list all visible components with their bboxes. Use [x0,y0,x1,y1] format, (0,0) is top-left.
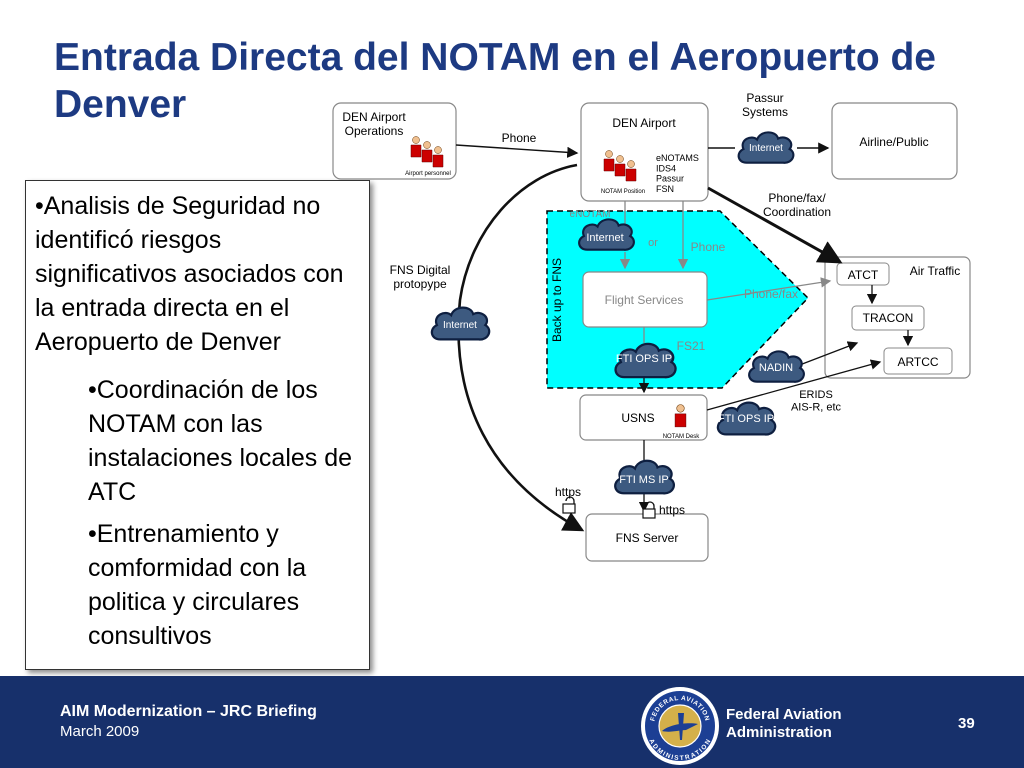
svg-text:FTI OPS IP: FTI OPS IP [616,353,672,365]
lock-icon-right [642,501,656,519]
notam-position-label: NOTAM Position [601,189,645,195]
den-airport-box [580,102,709,202]
phone-label: Phone [502,131,537,145]
slide-title: Entrada Directa del NOTAM en el Aeropuer… [54,36,936,126]
tracon-label: TRACON [863,311,914,325]
phone-connector [455,144,579,158]
airport-personnel-label: Airport personnel [405,171,451,177]
phone-fs-label: Phone [691,240,726,254]
footer-bar: AIM Modernization – JRC Briefing March 2… [0,676,1024,768]
svg-text:Internet: Internet [586,232,623,244]
atct-box [836,262,890,286]
svg-text:FTI MS IP: FTI MS IP [619,474,669,486]
page-number: 39 [958,715,975,732]
artcc-box [883,347,953,375]
phone-fax-coordination-label: Phone/fax/Coordination [763,191,831,219]
svg-text:Internet: Internet [749,143,783,154]
nadin-cloud: NADIN [748,350,805,383]
faa-seal-icon: FEDERAL AVIATION ADMINISTRATION [641,687,719,765]
nadin-to-atc-connector [796,341,859,367]
usns-erids-connector [706,359,882,411]
atct-label: ATCT [848,268,879,282]
phone-fax-label: Phone/fax [744,287,798,301]
internet-cloud-left: Internet [430,306,491,341]
notam-desk-icon [674,404,687,428]
fs21-label: FS21 [677,339,706,353]
or-label: or [648,237,658,249]
notam-flow-diagram: Internet Internet Internet FTI OPS IP NA… [332,91,971,562]
artcc-label: ARTCC [897,355,938,369]
fti-ops-cloud-fs: FTI OPS IP [614,342,677,379]
fns-server-label: FNS Server [616,531,679,545]
internet-cloud-top: Internet [737,131,795,164]
svg-text:Internet: Internet [443,320,477,331]
https-left-label: https [555,485,581,499]
bullet-training: •Entrenamiento y comformidad con la poli… [88,520,307,650]
fti-ms-cloud: FTI MS IP [614,459,676,495]
footer-date: March 2009 [60,723,140,740]
air-traffic-label: Air Traffic [910,264,960,278]
flight-services-label: Flight Services [605,293,684,307]
https-right-label: https [659,503,685,517]
lock-icon-left [562,496,576,514]
airline-public-box [831,102,958,180]
den-airport-label: DEN Airport [612,116,676,130]
enotam-label: eNOTAM [570,209,611,220]
bullet-safety-analysis: •Analisis de Seguridad no identificó rie… [35,192,344,356]
footer-briefing-title: AIM Modernization – JRC Briefing [60,703,317,720]
notam-desk-label: NOTAM Desk [663,434,701,440]
internet-cloud-fs: Internet [578,218,635,251]
phone-fax-connector [706,277,832,301]
usns-label: USNS [621,411,654,425]
tracon-box [851,305,925,331]
bullet-atc-coordination: •Coordinación de los NOTAM con las insta… [88,376,353,506]
fti-ops-cloud-usns: FTI OPS IP [716,401,777,436]
airline-public-label: Airline/Public [859,135,928,149]
svg-text:NADIN: NADIN [759,362,793,374]
coordination-connector [707,186,843,264]
svg-text:FTI OPS IP: FTI OPS IP [718,413,774,425]
bullet-box: •Analisis de Seguridad no identificó rie… [25,180,370,670]
back-up-label: Back up to FNS [550,258,564,342]
